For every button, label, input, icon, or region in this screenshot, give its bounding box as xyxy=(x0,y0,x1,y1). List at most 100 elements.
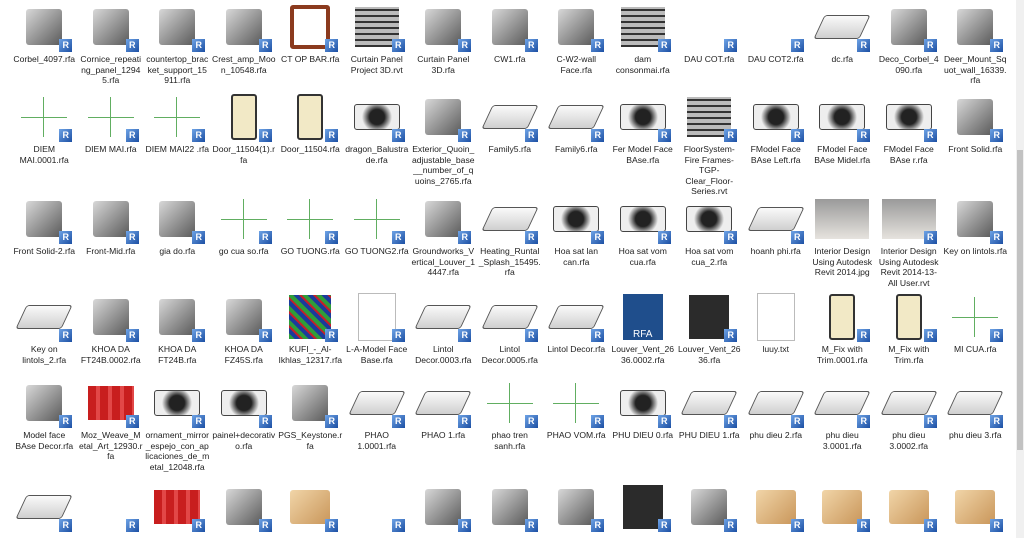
scrollbar-thumb[interactable] xyxy=(1017,150,1023,450)
file-item[interactable]: R xyxy=(543,482,610,532)
revit-badge-icon: R xyxy=(857,415,871,428)
object-preview-icon xyxy=(890,9,927,45)
file-item[interactable]: R xyxy=(144,482,211,532)
file-item[interactable]: R xyxy=(743,482,810,532)
file-item[interactable]: R xyxy=(344,482,411,532)
file-item[interactable]: R xyxy=(211,482,278,532)
ornament-preview-icon xyxy=(686,206,733,232)
file-item[interactable]: R xyxy=(477,482,544,532)
file-item[interactable]: R xyxy=(809,482,876,532)
file-item[interactable]: R xyxy=(78,482,145,532)
file-item[interactable]: R xyxy=(876,482,943,532)
file-item[interactable]: R xyxy=(610,482,677,532)
file-item[interactable]: luuy.txt xyxy=(743,292,810,365)
file-item[interactable]: R xyxy=(676,482,743,532)
vertical-scrollbar[interactable] xyxy=(1016,0,1024,538)
door-preview-icon xyxy=(297,94,324,140)
file-name-label: M_Fix with Trim.0001.rfa xyxy=(816,344,868,365)
file-item[interactable]: R xyxy=(277,482,344,532)
file-item[interactable]: R xyxy=(11,482,78,532)
file-thumbnail: R xyxy=(282,194,339,244)
file-item[interactable]: Interior Design Using Autodesk Revit 201… xyxy=(809,194,876,288)
file-thumbnail: R xyxy=(548,194,605,244)
file-name-label: KHOA DA FT24B.rfa xyxy=(158,344,197,365)
file-item[interactable]: R xyxy=(942,482,1009,532)
file-item[interactable]: R xyxy=(410,482,477,532)
